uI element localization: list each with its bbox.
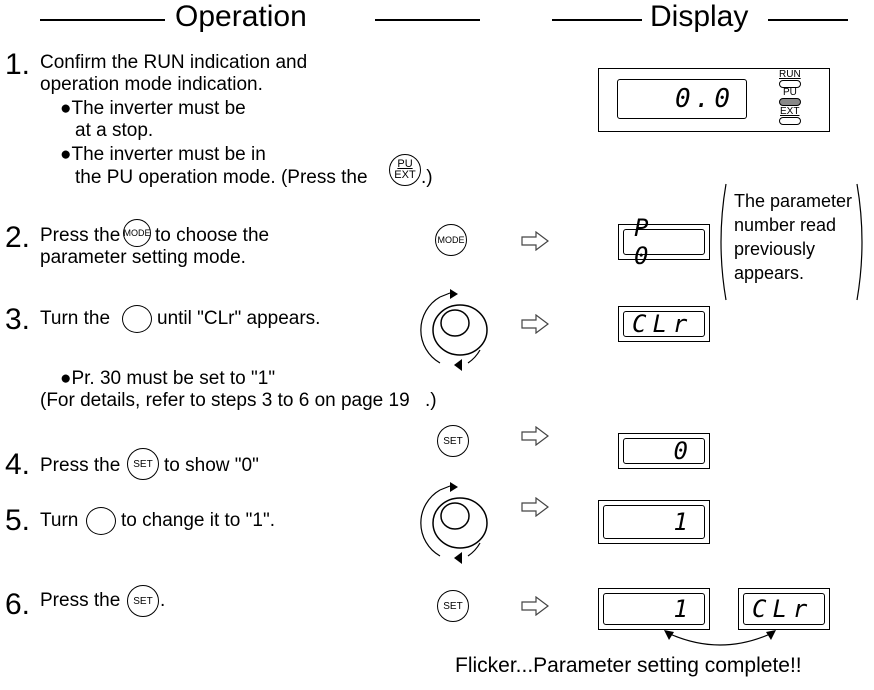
- bullet-text: .): [425, 390, 437, 411]
- panel-display: 0.0 RUN PU EXT: [598, 68, 830, 132]
- pu-ext-key-icon: PU EXT: [389, 154, 421, 186]
- right-arrow-icon: [521, 426, 549, 446]
- note-text: number read: [734, 215, 837, 235]
- right-arrow-icon: [521, 497, 549, 517]
- left-bracket-icon: [720, 183, 727, 301]
- run-led-icon: [779, 80, 801, 88]
- step-number: 2.: [5, 221, 31, 254]
- note-text: appears.: [734, 263, 805, 283]
- step-text: until "CLr" appears.: [157, 308, 321, 329]
- right-arrow-icon: [521, 596, 549, 616]
- note-text: The parameter: [734, 191, 853, 211]
- step-text: operation mode indication.: [40, 74, 263, 95]
- dial-icon: [122, 305, 152, 333]
- right-bracket-icon: [856, 183, 863, 301]
- note-text: previously: [734, 239, 816, 259]
- panel-display: 0: [618, 433, 710, 469]
- bullet-text: ●The inverter must be in: [60, 144, 266, 165]
- header-rule: [768, 19, 848, 21]
- lcd-readout: CLr: [743, 593, 825, 625]
- step-text: Press the: [40, 590, 121, 611]
- operation-header: Operation: [175, 0, 307, 33]
- bullet-text: (For details, refer to steps 3 to 6 on p…: [40, 390, 410, 411]
- dial-icon: [86, 507, 116, 535]
- right-arrow-icon: [521, 231, 549, 251]
- setting-dial-icon: [420, 482, 488, 564]
- step-text: parameter setting mode.: [40, 247, 246, 268]
- pu-label: PU: [397, 158, 413, 170]
- bullet-text: at a stop.: [75, 120, 154, 141]
- step-text: Turn the: [40, 308, 111, 329]
- lcd-readout: 0: [623, 437, 705, 465]
- step-number: 3.: [5, 303, 31, 336]
- step-text: to show "0": [164, 455, 259, 476]
- bullet-text: ●Pr. 30 must be set to "1": [60, 368, 276, 389]
- header-rule: [375, 19, 480, 21]
- lcd-readout: P 0: [623, 214, 705, 270]
- right-arrow-icon: [521, 314, 549, 334]
- display-header: Display: [650, 0, 749, 33]
- bullet-text: the PU operation mode. (Press the: [75, 167, 368, 188]
- set-key-icon: SET: [437, 425, 469, 457]
- flicker-arrow-icon: [664, 630, 776, 646]
- panel-display: P 0: [618, 214, 710, 270]
- lcd-readout: 1: [603, 593, 705, 625]
- panel-display: 1: [598, 588, 710, 630]
- mode-key-icon: MODE: [435, 224, 467, 256]
- header-rule: [40, 19, 165, 21]
- lcd-readout: 1: [603, 505, 705, 539]
- bullet-text: ●The inverter must be: [60, 98, 246, 119]
- step-text: .: [160, 590, 166, 611]
- step-number: 6.: [5, 588, 31, 621]
- step-number: 1.: [5, 48, 31, 81]
- run-label: RUN: [779, 69, 801, 80]
- panel-display: CLr: [738, 588, 830, 630]
- set-key-icon: SET: [437, 590, 469, 622]
- setting-dial-icon: [420, 289, 488, 371]
- bullet-text: .): [421, 167, 433, 188]
- ext-led-icon: [779, 117, 801, 125]
- step-text: to choose the: [155, 225, 270, 246]
- step-number: 5.: [5, 504, 31, 537]
- panel-display: 1: [598, 500, 710, 544]
- ext-label: EXT: [394, 169, 416, 181]
- set-key-icon: SET: [127, 585, 159, 617]
- step-text: Turn: [40, 510, 79, 531]
- lcd-readout: CLr: [623, 310, 705, 338]
- header-rule: [552, 19, 642, 21]
- step-number: 4.: [5, 448, 31, 481]
- step-text: to change it to "1".: [121, 510, 275, 531]
- step-text: Confirm the RUN indication and: [40, 52, 308, 73]
- pu-label: PU: [783, 87, 797, 98]
- pu-led-icon: [779, 98, 801, 106]
- set-key-icon: SET: [127, 448, 159, 480]
- panel-display: CLr: [618, 306, 710, 342]
- ext-label: EXT: [780, 106, 800, 117]
- lcd-readout: 0.0: [617, 79, 747, 119]
- completion-note: Flicker...Parameter setting complete!!: [455, 654, 802, 677]
- step-text: Press the: [40, 225, 121, 246]
- mode-key-icon: MODE: [123, 219, 151, 247]
- step-text: Press the: [40, 455, 121, 476]
